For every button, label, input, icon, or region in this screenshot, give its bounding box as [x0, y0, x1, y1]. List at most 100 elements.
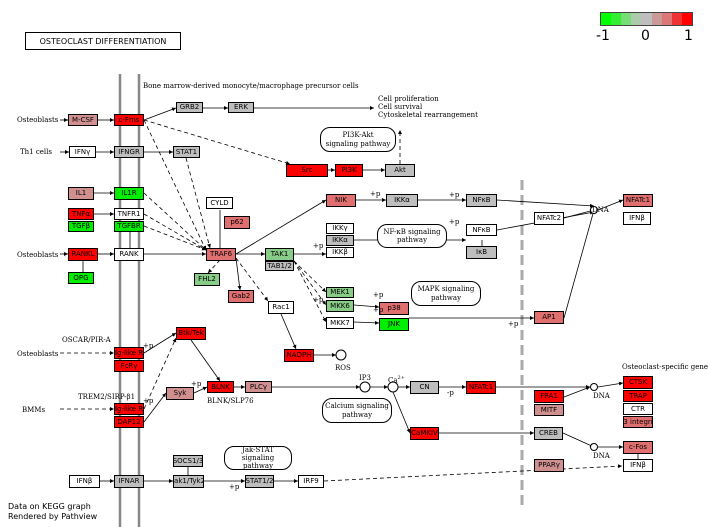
gene-node-tnfa[interactable]: TNFα	[68, 208, 94, 220]
calcium-pathway-link[interactable]: Calcium signaling pathway	[322, 398, 392, 423]
gene-node-traf6[interactable]: TRAF6	[206, 248, 236, 261]
gene-node-tak1[interactable]: TAK1	[265, 248, 294, 261]
gene-node-b3int[interactable]: β3 integrin	[623, 416, 653, 428]
gene-node-tgfb[interactable]: TGFβ	[68, 221, 94, 232]
trem2-sirp-label: TREM2/SIRP-β1	[78, 393, 136, 401]
gene-node-nfatc1b[interactable]: NFATc1	[466, 381, 496, 394]
gene-node-p62[interactable]: p62	[224, 216, 250, 229]
gene-node-fra1[interactable]: FRA1	[534, 390, 564, 403]
gene-node-opg[interactable]: OPG	[68, 272, 94, 284]
gene-node-fhl2[interactable]: FHL2	[194, 273, 220, 286]
gene-node-nfkb1[interactable]: NFκB	[466, 194, 497, 207]
gene-node-ifnar[interactable]: IFNAR	[114, 475, 144, 488]
gene-node-ctr[interactable]: CTR	[623, 403, 653, 415]
gene-node-trem2[interactable]: Ig-like R	[114, 403, 144, 415]
gene-node-mkk7[interactable]: MKK7	[326, 317, 354, 329]
legend-swatch	[641, 13, 652, 25]
gene-node-p38[interactable]: p38	[379, 302, 409, 315]
gene-node-ap1[interactable]: AP1	[534, 311, 564, 324]
pi3k-akt-pathway-link[interactable]: PI3K-Akt signaling pathway	[320, 127, 396, 152]
gene-node-pparg[interactable]: PPARγ	[534, 459, 564, 472]
gene-node-creb[interactable]: CREB	[534, 427, 563, 440]
gene-node-src[interactable]: Src	[286, 164, 328, 177]
phospho-label: +p	[313, 296, 324, 304]
gene-node-socs13[interactable]: SOCS1/3	[173, 455, 203, 467]
phospho-label: +p	[373, 306, 384, 314]
gene-node-ikb[interactable]: IκB	[466, 246, 497, 259]
gene-node-ikka2[interactable]: IKKα	[326, 235, 354, 246]
gene-node-ifnb2[interactable]: IFNβ	[623, 459, 653, 472]
gene-node-cfos[interactable]: c-Fos	[623, 441, 653, 454]
dna-label-1: DNA	[592, 206, 609, 214]
gene-node-jnk[interactable]: JNK	[379, 318, 409, 331]
gene-node-nfatc1a[interactable]: NFATc1	[623, 194, 653, 207]
gene-node-jak[interactable]: Jak1/Tyk2	[173, 475, 204, 488]
gene-node-btk[interactable]: Btk/Tek	[176, 327, 206, 340]
gene-node-nadph[interactable]: NADPH	[284, 349, 314, 362]
pathway-edge	[353, 320, 380, 325]
precursor-label: Bone marrow-derived monocyte/macrophage …	[143, 82, 359, 90]
gene-node-ifng[interactable]: IFNγ	[69, 146, 96, 158]
bmms-label: BMMs	[22, 406, 46, 414]
legend-swatch	[601, 13, 612, 25]
gene-node-cyld[interactable]: CYLD	[206, 197, 233, 209]
gene-node-oscar[interactable]: Ig-like R	[114, 347, 144, 359]
gene-node-blnk[interactable]: BLNK	[207, 381, 234, 393]
gene-node-ifngr[interactable]: IFNGR	[114, 146, 144, 158]
ca-circle	[387, 381, 399, 393]
jak-stat-pathway-link[interactable]: Jak-STAT signaling pathway	[224, 446, 292, 470]
gene-node-ifnb3[interactable]: IFNβ	[69, 475, 100, 488]
gene-node-ikky[interactable]: IKKγ	[326, 223, 354, 234]
gene-node-tgfbr[interactable]: TGFBR	[114, 221, 144, 232]
gene-node-plcg[interactable]: PLCγ	[245, 381, 272, 393]
gene-node-pi3k[interactable]: PI3K	[335, 164, 363, 177]
phospho-label: +p	[191, 380, 202, 388]
outcomes-label: Cell proliferation Cell survival Cytoske…	[378, 95, 478, 120]
gene-node-syk[interactable]: Syk	[166, 387, 194, 400]
color-legend: -1 0 1	[596, 12, 693, 44]
gene-node-mek1[interactable]: MEK1	[326, 287, 354, 298]
gene-node-erk[interactable]: ERK	[228, 102, 254, 113]
gene-node-gab2[interactable]: Gab2	[228, 290, 254, 303]
gene-node-tnfr1[interactable]: TNFR1	[114, 208, 144, 220]
gene-node-mkk6[interactable]: MKK6	[326, 300, 354, 312]
gene-node-ikka[interactable]: IKKα	[386, 194, 418, 207]
gene-node-mcsf[interactable]: M-CSF	[68, 114, 98, 126]
gene-node-stat1[interactable]: STAT1	[173, 146, 200, 158]
gene-node-il1[interactable]: IL1	[68, 187, 94, 200]
gene-node-cfms[interactable]: c-Fms	[114, 114, 144, 126]
pathway-edge	[143, 337, 177, 410]
gene-node-nfatc2[interactable]: NFATc2	[534, 212, 564, 225]
gene-node-fcrg[interactable]: FcRγ	[114, 360, 144, 372]
gene-node-ctsk[interactable]: CTSK	[623, 376, 653, 389]
pathway-edge	[562, 432, 595, 448]
gene-node-irf9[interactable]: IRF9	[298, 475, 324, 488]
pathway-edge	[143, 119, 207, 251]
legend-swatch	[621, 13, 632, 25]
gene-node-cn[interactable]: CN	[410, 381, 439, 394]
gene-node-nik[interactable]: NIK	[326, 194, 356, 207]
mapk-pathway-link[interactable]: MAPK signaling pathway	[411, 281, 481, 306]
gene-node-tab12[interactable]: TAB1/2	[265, 261, 294, 271]
gene-node-mitf[interactable]: MITF	[534, 404, 564, 416]
nfkb-pathway-link[interactable]: NF-κB signaling pathway	[377, 224, 447, 248]
gene-node-akt[interactable]: Akt	[385, 164, 415, 177]
gene-node-dap12[interactable]: DAP12	[114, 416, 144, 428]
legend-swatch	[661, 13, 672, 25]
gene-node-rank[interactable]: RANK	[114, 248, 144, 261]
gene-node-grb2[interactable]: GRB2	[176, 102, 203, 113]
legend-tick-mid: 0	[641, 28, 650, 44]
gene-node-ikkb[interactable]: IKKβ	[326, 247, 354, 258]
gene-node-rac1[interactable]: Rac1	[268, 301, 294, 314]
gene-node-camk4[interactable]: CaMKIV	[410, 427, 439, 440]
gene-node-trap[interactable]: TRAP	[623, 390, 653, 402]
legend-color-bar	[600, 12, 693, 26]
gene-node-stat12[interactable]: STAT1/2	[245, 475, 274, 488]
pathway-edge	[293, 260, 327, 293]
gene-node-il1r[interactable]: IL1R	[114, 187, 144, 200]
gene-node-ifnb1[interactable]: IFNβ	[623, 212, 651, 225]
dna1-circle	[590, 206, 598, 214]
gene-node-rankl[interactable]: RANKL	[68, 248, 98, 261]
ros-circle	[335, 349, 347, 361]
gene-node-nfkb2[interactable]: NFκB	[466, 224, 497, 236]
